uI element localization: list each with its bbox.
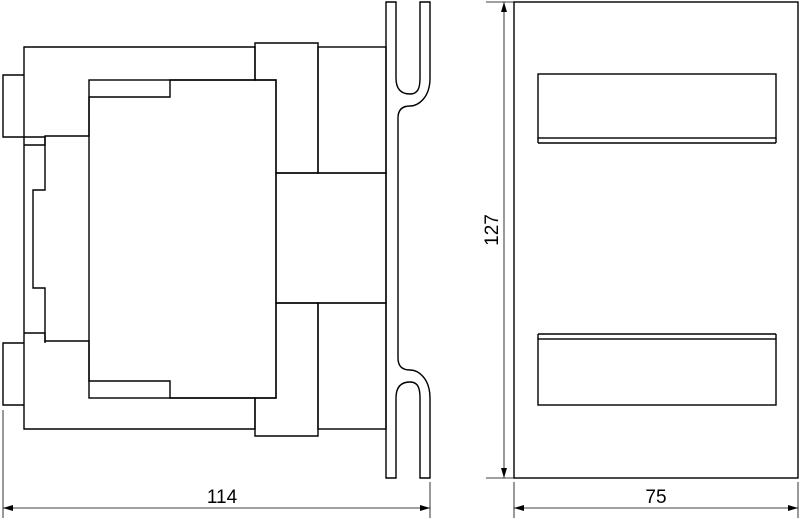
contactor-body-outline [23,46,256,430]
lower-step-line [24,332,46,343]
top-terminal-block [254,42,319,174]
dimension-75-label: 75 [645,487,666,508]
front-housing [513,1,799,479]
upper-step-line [24,136,46,146]
top-terminal-extension [317,46,387,174]
coil-block [88,79,277,399]
dimension-width-front: 75 [513,482,799,518]
bottom-terminal-extension [317,302,387,430]
front-view [513,1,799,479]
mounting-rail-profile [385,1,431,479]
rail-clip-bottom [2,342,24,406]
side-view [2,1,431,479]
front-window-bottom [537,338,777,406]
dimension-width-side: 114 [2,410,431,518]
dimension-127-label: 127 [482,214,503,246]
front-window-top [537,73,777,139]
bottom-terminal-block [254,302,319,437]
rail-clip-top [2,74,24,138]
dimension-height: 127 [482,1,514,479]
middle-block [275,172,387,304]
dimension-114-label: 114 [207,487,238,508]
